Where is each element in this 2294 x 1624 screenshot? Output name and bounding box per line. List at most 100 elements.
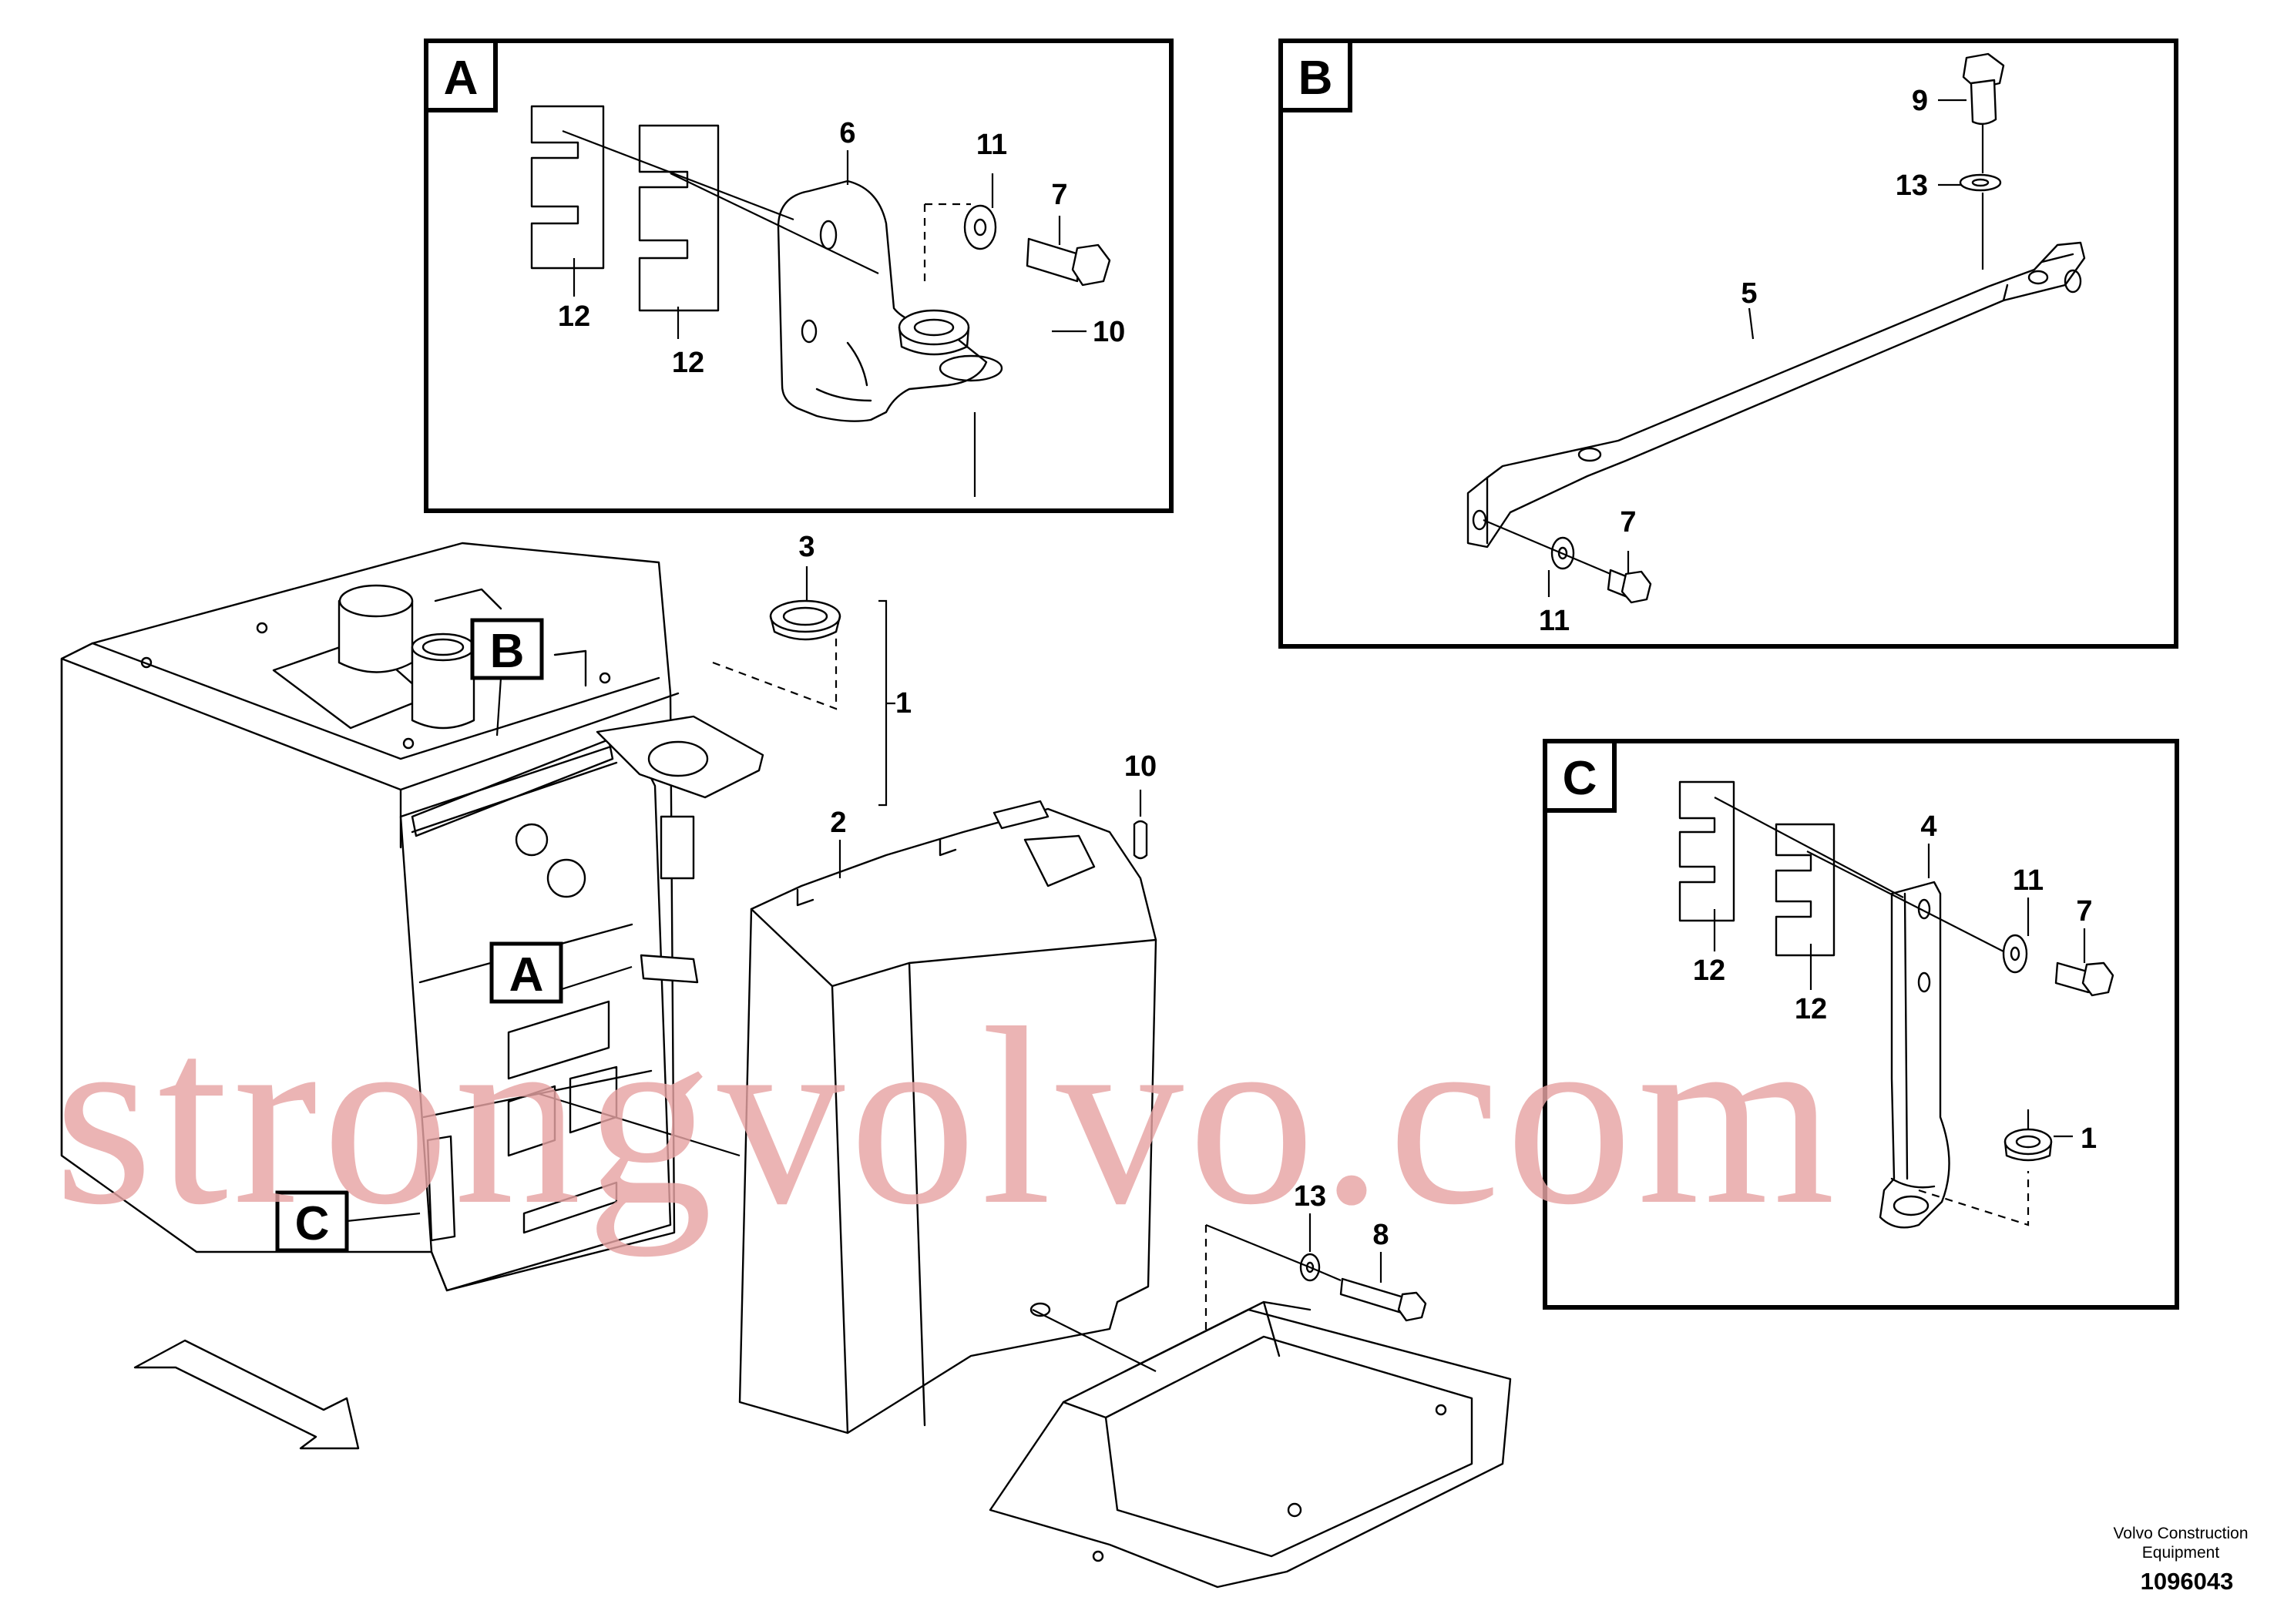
fuel-cap-3 [769,599,1148,860]
callout-c-7: 7 [2076,895,2092,928]
bracket-4-edges [1890,892,1936,1189]
base-tray [989,1300,1512,1589]
grommet-c-body [2003,1140,2053,1162]
cab-panel-hole-1 [515,823,549,857]
cap-3-inner [782,606,828,626]
publisher-line-1: Volvo Construction [2113,1525,2248,1542]
shim-c2 [1775,823,1836,957]
fuel-cap-seat [647,740,709,777]
washer-11c-hole [2010,946,2020,961]
tank-drain [1029,1302,1051,1317]
tray-inner [1062,1335,1473,1558]
cab-panel-slot [522,1181,618,1234]
cab-top-details [434,588,587,687]
detail-a-tag: A [444,52,479,105]
callout-a-6: 6 [839,117,855,149]
shim-a2 [638,124,720,312]
strap-5 [1466,241,2086,549]
detail-c-shim-leaders [1714,797,2004,952]
detail-b-callout-leaders [1547,99,1967,597]
bracket-6-gusset [815,341,872,402]
detail-b-axis-lines [1483,123,1984,575]
bolt-7a-shank [1026,237,1080,283]
callout-c-12a: 12 [1693,955,1725,987]
bolt-9-shank [1970,79,1997,126]
tray-outline [989,1308,1512,1589]
cab-bolt-1 [140,656,153,669]
grommet-10-main [1133,820,1148,860]
hinge-a [640,954,699,984]
publisher-line-2: Equipment [2142,1544,2220,1562]
leader-shim2-bracket [670,173,879,274]
callout-a-12a: 12 [558,300,590,333]
callout-1: 1 [895,687,912,720]
callout-a-10: 10 [1093,316,1125,348]
watermark: strongvolvo.com [54,976,1839,1257]
bracket-4-hole [1917,971,1931,993]
detail-c-frame [1543,739,2179,1310]
bracket-4 [1879,881,1950,1229]
grommet-10-bore [913,318,955,337]
detail-a-tag-box [424,39,498,112]
detail-c-panel: C 12 12 4 11 7 1 [1543,739,2179,1310]
detail-b-tag: B [1298,52,1333,105]
strap-5-eye [2064,269,2082,294]
cab-panel-window-1 [507,1000,610,1080]
forward-direction-arrow [133,1339,360,1450]
bolt-8-head [1397,1291,1427,1322]
tank-notches [796,838,957,907]
top-hinge-rail [411,738,614,837]
strap-5-edges [1486,253,2074,545]
bracket-group-1 [878,599,895,807]
washer-13-main-hole [1305,1261,1315,1273]
detail-b-frame [1278,39,2178,649]
callout-b-9: 9 [1912,85,1928,117]
callout-b-5: 5 [1741,277,1757,310]
callout-b-11: 11 [1539,605,1570,637]
cab-top-rim [91,642,660,760]
tray-bolt-3 [1092,1550,1104,1562]
bracket-6-mount-hole [939,354,1003,382]
bolt-8-shank [1339,1277,1408,1315]
tank-clip [992,800,1050,830]
grommet-c [2003,1128,2053,1156]
view-leaders [346,677,741,1223]
detail-c-callout-leaders [1713,844,2086,1138]
callout-a-7: 7 [1051,179,1067,211]
detail-a-frame [424,39,1174,513]
callout-c-12b: 12 [1795,993,1827,1025]
bolt-7c-head [2081,961,2114,997]
washer-11b-hole [1557,546,1568,560]
main-callout-leaders [805,566,1382,1283]
tray-bracket [1123,1300,1312,1373]
callout-3: 3 [798,531,814,563]
view-tag-c: C [275,1190,349,1253]
cab-cylinder-2-bore [422,638,465,656]
callout-13: 13 [1294,1180,1326,1213]
washer-13b-hole [1971,178,1990,187]
cab-bolt-3 [402,737,415,750]
view-tag-a-label: A [509,948,544,1002]
strap-5-hole-top [2027,270,2049,285]
cab-cylinder-1-top [338,584,414,618]
washer-11a [963,204,997,250]
shim-a1 [530,105,605,270]
detail-b-panel: B 9 13 5 7 11 [1278,39,2178,649]
main-dashed-alignments [712,632,1207,1333]
bolt-7b-head [1621,570,1652,604]
callout-2: 2 [830,807,846,839]
callout-10: 10 [1124,750,1157,783]
bolt-7c-shank [2054,961,2091,994]
view-tag-b: B [470,618,544,680]
tray-bolt-1 [1287,1502,1302,1518]
fuel-tank-2 [738,800,1157,1434]
view-tag-b-label: B [490,625,525,678]
washer-13b [1959,173,2002,192]
drawing-number: 1096043 [2141,1568,2234,1595]
detail-b-tag-box [1278,39,1352,112]
callout-c-11: 11 [2013,864,2044,897]
tank-filler-recess [1023,834,1096,887]
callout-a-11: 11 [976,129,1007,161]
